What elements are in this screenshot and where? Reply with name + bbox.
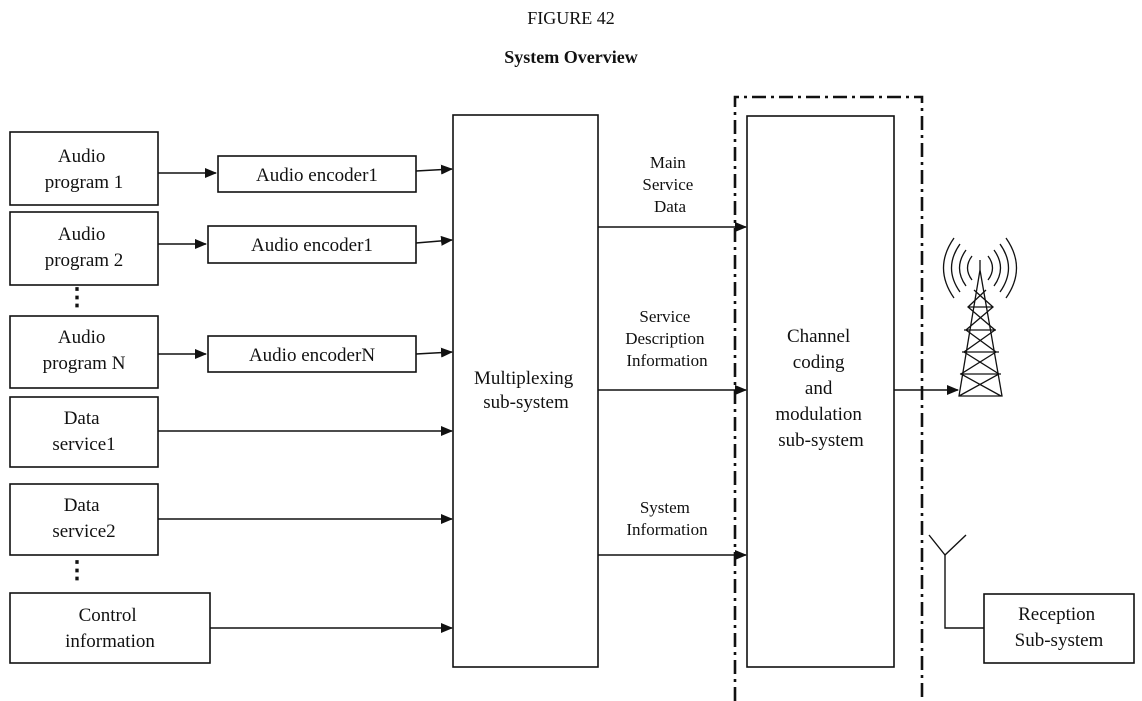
- arrow-encoder-2-to-mux: [415, 235, 453, 246]
- audio-program-1-box: [9, 131, 159, 206]
- audio-encoder-2-label: Audio encoder1: [251, 235, 373, 256]
- system-information-label: System Information: [626, 498, 708, 539]
- arrow-encoder-1-to-mux: [415, 164, 453, 175]
- reception-subsystem-box: [983, 593, 1135, 664]
- audio-encoder-1-box: [217, 155, 417, 193]
- channel-coding-modulation-box: [746, 115, 895, 668]
- data-service-2-label: Data service2: [52, 495, 115, 542]
- audio-encoder-2-box: [207, 225, 417, 264]
- audio-ellipsis: ⋮: [65, 285, 89, 311]
- audio-program-2-label: Audio program 2: [45, 224, 124, 271]
- figure-number: FIGURE 42: [527, 8, 615, 28]
- audio-encoder-n-label: Audio encoderN: [249, 345, 375, 366]
- transmitter-tower-icon: [942, 237, 1018, 397]
- main-service-data-label: Main Service Data: [642, 153, 697, 216]
- channel-coding-modulation-label: Channel coding and modulation sub-system: [775, 326, 866, 451]
- service-description-label: Service Description Information: [625, 307, 709, 370]
- audio-program-2-box: [9, 211, 159, 286]
- audio-encoder-n-box: [207, 335, 417, 373]
- data-ellipsis: ⋮: [65, 558, 89, 584]
- reception-subsystem-label: Reception Sub-system: [1015, 604, 1104, 651]
- multiplexing-subsystem-label: Multiplexing sub-system: [474, 368, 578, 413]
- transmitter-boundary: [733, 95, 924, 701]
- control-information-box: [9, 592, 211, 664]
- data-service-1-label: Data service1: [52, 408, 115, 455]
- audio-program-n-label: Audio program N: [43, 327, 126, 374]
- audio-program-n-box: [9, 315, 159, 389]
- data-service-1-box: [9, 396, 159, 468]
- audio-program-1-label: Audio program 1: [45, 146, 124, 193]
- multiplexing-subsystem-box: [452, 114, 599, 668]
- receiver-antenna-icon: [928, 534, 984, 629]
- audio-encoder-1-label: Audio encoder1: [256, 165, 378, 186]
- figure-title: System Overview: [504, 47, 638, 67]
- control-information-label: Control information: [65, 605, 155, 652]
- arrow-encoder-n-to-mux: [415, 347, 453, 358]
